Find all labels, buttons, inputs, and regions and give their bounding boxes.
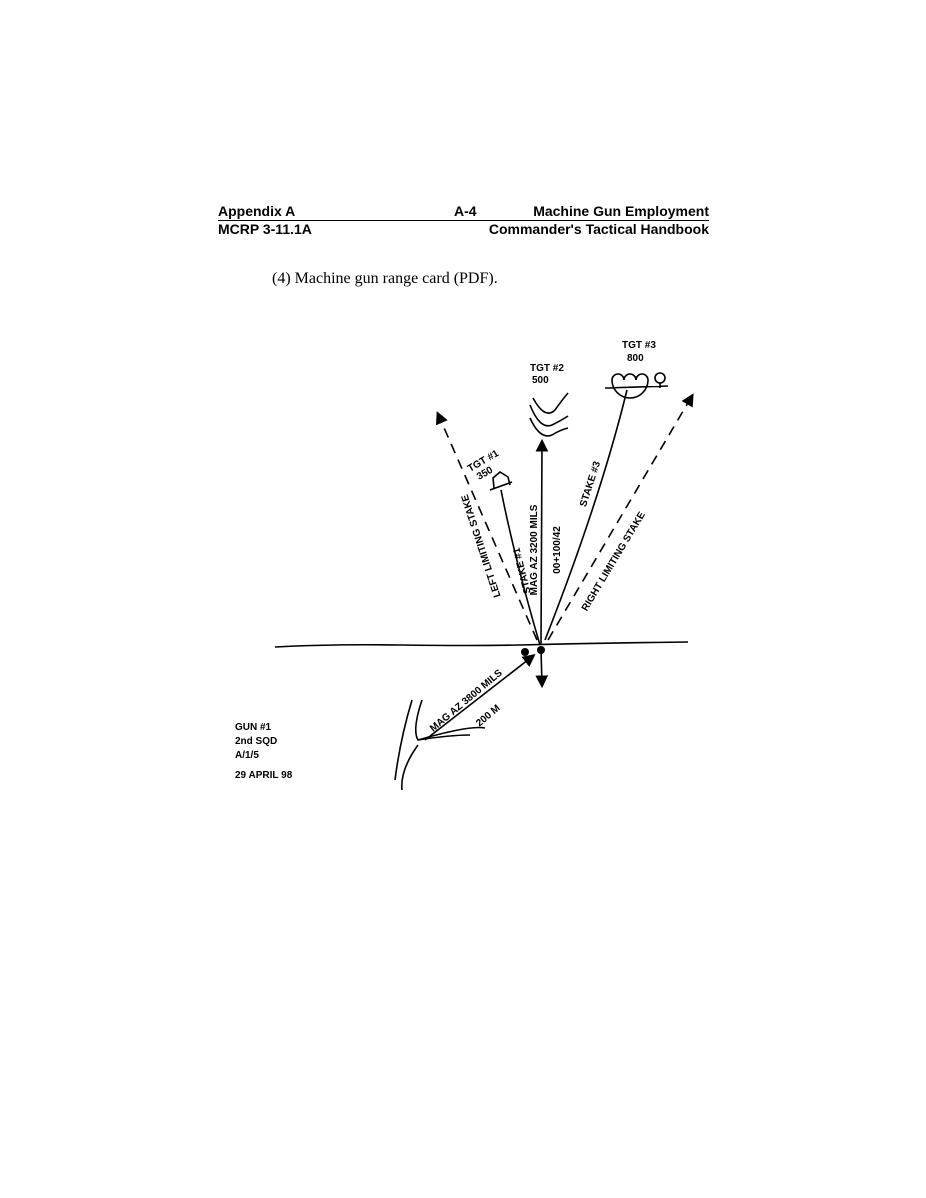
tgt3-label: TGT #3 — [622, 340, 656, 351]
appendix-label: Appendix A — [218, 203, 296, 219]
trees-icon — [604, 372, 669, 399]
page-number: A-4 — [454, 203, 477, 219]
stake3-line — [544, 389, 628, 641]
house-icon — [489, 471, 513, 491]
reference-distance-label: 200 M — [474, 703, 502, 729]
left-limit-line — [435, 411, 538, 641]
tgt3-range: 800 — [627, 353, 644, 364]
publication-title: Commander's Tactical Handbook — [488, 221, 709, 237]
running-header-bottom: MCRP 3-11.1A Commander's Tactical Handbo… — [218, 221, 709, 238]
right-limit-line — [547, 393, 694, 641]
stake1-line — [500, 489, 541, 646]
center-data-label: 00+100/42 — [552, 526, 563, 574]
center-sector-line — [535, 438, 549, 646]
center-azimuth-label: MAG AZ 3200 MILS — [529, 504, 540, 595]
terrain-contours — [529, 392, 569, 437]
right-limit-label: RIGHT LIMITING STAKE — [580, 510, 648, 613]
gun-position-dot — [537, 646, 545, 654]
horizon-line — [274, 641, 689, 648]
down-arrow — [535, 649, 549, 689]
left-limit-label: LEFT LIMITING STAKE — [460, 493, 504, 599]
running-header-top: Appendix A A-4 Machine Gun Employment — [218, 203, 709, 221]
gun-info-line1: GUN #1 — [235, 722, 272, 733]
reference-line — [424, 654, 536, 741]
river-bank — [394, 699, 486, 791]
publication-number: MCRP 3-11.1A — [218, 221, 312, 237]
gun-info-line4: 29 APRIL 98 — [235, 770, 293, 781]
figure-caption: (4) Machine gun range card (PDF). — [272, 270, 498, 287]
gun-info-line2: 2nd SQD — [235, 736, 277, 747]
gun-info-line3: A/1/5 — [235, 750, 259, 761]
reference-azimuth-label: MAG AZ 3800 MILS — [428, 667, 505, 734]
chapter-title: Machine Gun Employment — [533, 203, 709, 219]
tgt2-range: 500 — [532, 375, 549, 386]
stake3-label: STAKE #3 — [578, 460, 603, 509]
tgt2-label: TGT #2 — [530, 363, 564, 374]
reference-point-dot — [521, 648, 529, 656]
